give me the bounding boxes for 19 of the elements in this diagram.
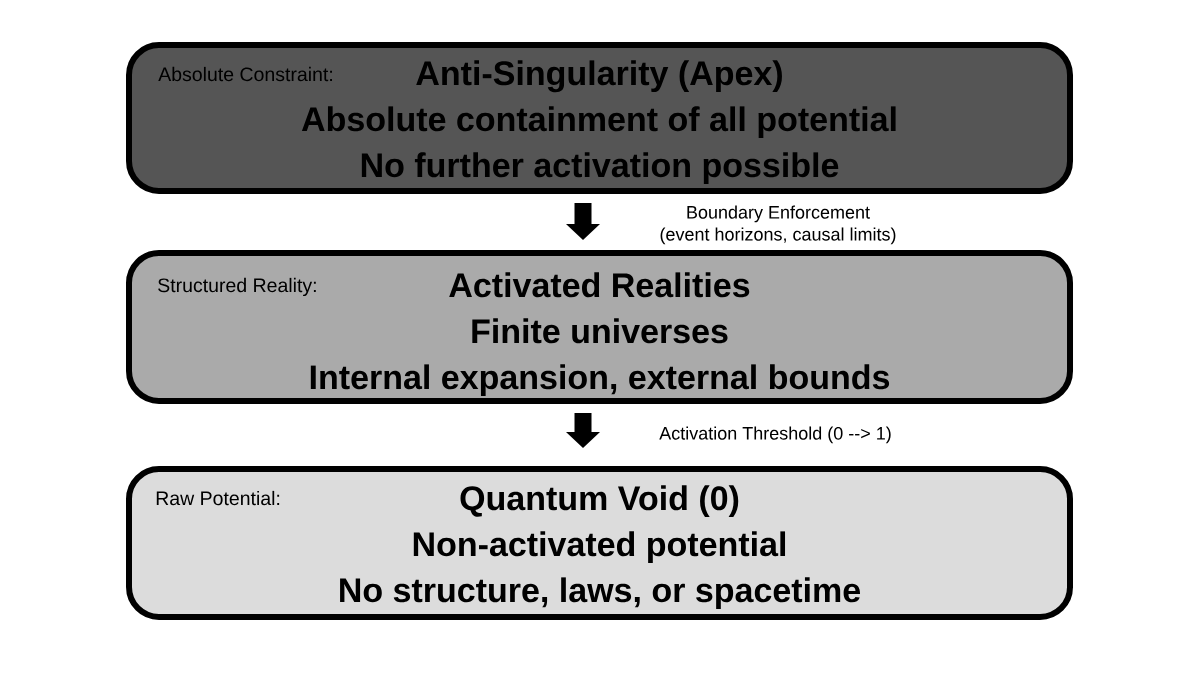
tier-label: Structured Reality: xyxy=(158,277,316,297)
tier-description: No further activation possible xyxy=(361,152,839,185)
down-arrow xyxy=(566,203,600,240)
tier-description: No structure, laws, or spacetime xyxy=(340,577,860,610)
tier-description: Internal expansion, external bounds xyxy=(310,364,890,397)
edge-label: Boundary Enforcement (event horizons, causal limits) xyxy=(660,205,896,245)
tier-label: Raw Potential: xyxy=(156,490,280,506)
tier-title: Quantum Void (0) xyxy=(460,485,739,518)
tier-title: Anti-Singularity (Apex) xyxy=(416,60,782,93)
tier-label: Absolute Constraint: xyxy=(158,66,332,82)
edge-label: Activation Threshold (0 --> 1) xyxy=(659,426,891,444)
tier-description: Non-activated potential xyxy=(413,531,786,564)
tier-description: Absolute containment of all potential xyxy=(301,106,896,139)
tier-box xyxy=(126,466,1073,620)
tier-description: Finite universes xyxy=(472,318,728,344)
tier-box xyxy=(126,42,1073,194)
tier-box xyxy=(126,250,1073,404)
down-arrow xyxy=(566,413,600,448)
tier-title: Activated Realities xyxy=(449,272,750,298)
